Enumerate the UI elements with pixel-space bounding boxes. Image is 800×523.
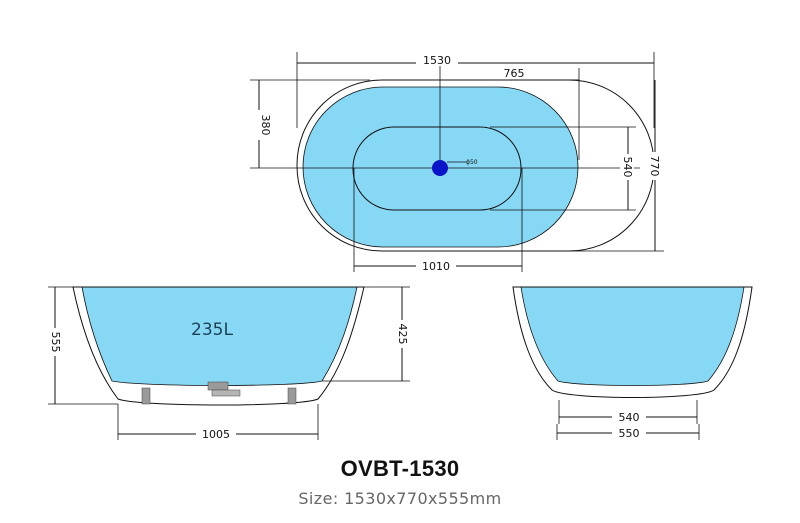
drain-icon	[432, 160, 448, 176]
dim-770-label: 770	[648, 156, 661, 177]
dim-555-bg	[47, 328, 61, 356]
capacity-label: 235L	[191, 320, 233, 340]
dim-770-bg	[648, 152, 662, 180]
dim-1005-bg	[196, 428, 236, 440]
dim-550-label: 550	[619, 427, 640, 440]
top-view: ϕ50 1530 765 380 540 770 1010	[250, 52, 664, 273]
side-view-waste-pipe	[211, 389, 241, 397]
side-view-foot-right	[287, 387, 297, 405]
dim-1005-label: 1005	[202, 428, 230, 441]
side-view-waste	[207, 381, 229, 391]
dim-1530-label: 1530	[423, 54, 451, 67]
dim-540-bg	[620, 154, 634, 180]
side-view: 235L 555 425 1005	[47, 286, 410, 441]
size-caption: Size: 1530x770x555mm	[298, 489, 502, 508]
dim-380-label: 380	[259, 115, 272, 136]
end-view: 540 550	[512, 286, 753, 440]
dim-380-bg	[251, 110, 265, 140]
dim-555-label: 555	[49, 332, 62, 353]
dim-1530-bg	[416, 55, 458, 66]
dim-540b-label: 540	[619, 411, 640, 424]
dim-1010-label: 1010	[422, 260, 450, 273]
dim-425-label: 425	[396, 324, 409, 345]
dim-765-label: 765	[504, 67, 525, 80]
model-name: OVBT-1530	[340, 456, 460, 481]
dim-550-bg	[612, 427, 646, 439]
dim-425-bg	[395, 320, 409, 348]
dim-765-bg	[496, 68, 532, 78]
side-view-foot-left	[141, 387, 151, 405]
side-view-water	[81, 286, 358, 386]
drain-label: ϕ50	[466, 159, 478, 166]
dim-540b-bg	[612, 411, 646, 423]
top-view-inner-floor	[352, 126, 522, 211]
dim-1010-bg	[416, 260, 456, 272]
dim-540-label: 540	[621, 157, 634, 178]
end-view-water	[520, 286, 745, 386]
